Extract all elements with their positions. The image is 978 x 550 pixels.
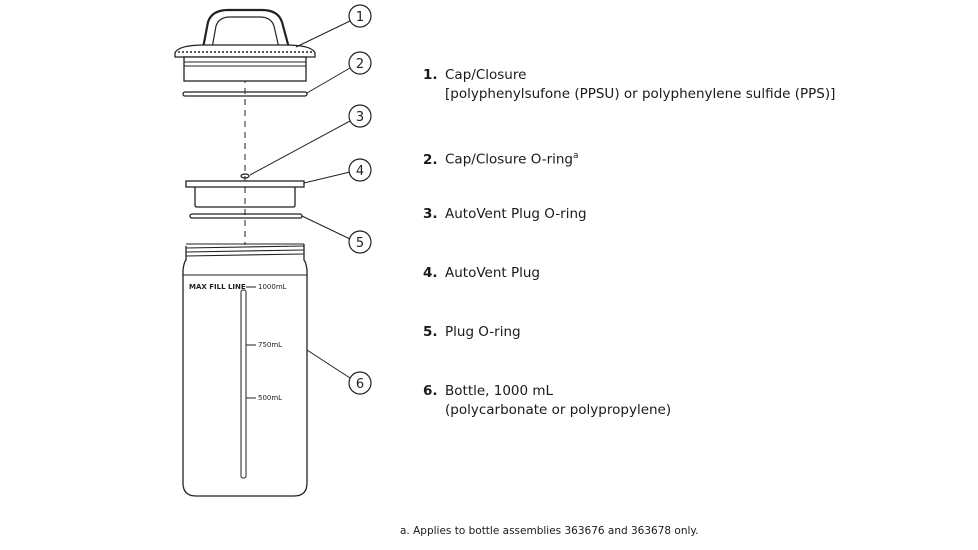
legend-number: 3. [423,206,438,222]
legend-subtext: (polycarbonate or polypropylene) [445,402,672,418]
callout-6: 6 [348,371,372,395]
svg-text:2: 2 [356,57,364,72]
legend-number: 1. [423,67,438,83]
callout-1: 1 [348,4,372,28]
autovent-plug-o-ring [240,173,250,179]
legend-number: 5. [423,324,438,340]
plug-o-ring [189,213,303,219]
footnote: a. Applies to bottle assemblies 363676 a… [400,525,699,537]
svg-text:4: 4 [356,164,364,179]
callout-3: 3 [348,104,372,128]
cap-o-ring [182,91,308,97]
mark-750ml: 750mL [258,341,282,349]
svg-text:5: 5 [356,236,364,251]
legend-number: 6. [423,383,438,399]
legend-number: 4. [423,265,438,281]
legend-item-2: 2. Cap/Closure O-ringa [423,147,579,170]
legend-text: Cap/Closure [445,67,527,83]
svg-text:1: 1 [356,10,364,25]
cap-closure [174,8,316,82]
legend-text: Plug O-ring [445,324,521,340]
legend-item-5: 5. Plug O-ring [423,323,521,342]
footnote-marker: a [573,151,579,161]
legend-text: AutoVent Plug O-ring [445,206,587,222]
svg-text:6: 6 [356,377,364,392]
svg-text:3: 3 [356,110,364,125]
max-fill-line-label: MAX FILL LINE [189,283,246,291]
callout-5: 5 [348,230,372,254]
legend-number: 2. [423,151,438,168]
legend-item-3: 3. AutoVent Plug O-ring [423,205,587,224]
legend-subtext: [polyphenylsufone (PPSU) or polyphenylen… [445,86,836,102]
mark-1000ml: 1000mL [258,283,287,291]
autovent-plug [185,180,305,208]
legend-text: Bottle, 1000 mL [445,383,554,399]
legend-text: Cap/Closure O-ring [445,151,573,168]
callout-4: 4 [348,158,372,182]
mark-500ml: 500mL [258,394,282,402]
legend-item-6: 6. Bottle, 1000 mL (polycarbonate or poly… [423,382,671,420]
legend-item-1: 1. Cap/Closure [polyphenylsufone (PPSU) o… [423,66,835,104]
bottle [182,243,308,497]
legend-item-4: 4. AutoVent Plug [423,264,540,283]
legend-text: AutoVent Plug [445,265,540,281]
callout-2: 2 [348,51,372,75]
leader-lines [249,20,351,379]
